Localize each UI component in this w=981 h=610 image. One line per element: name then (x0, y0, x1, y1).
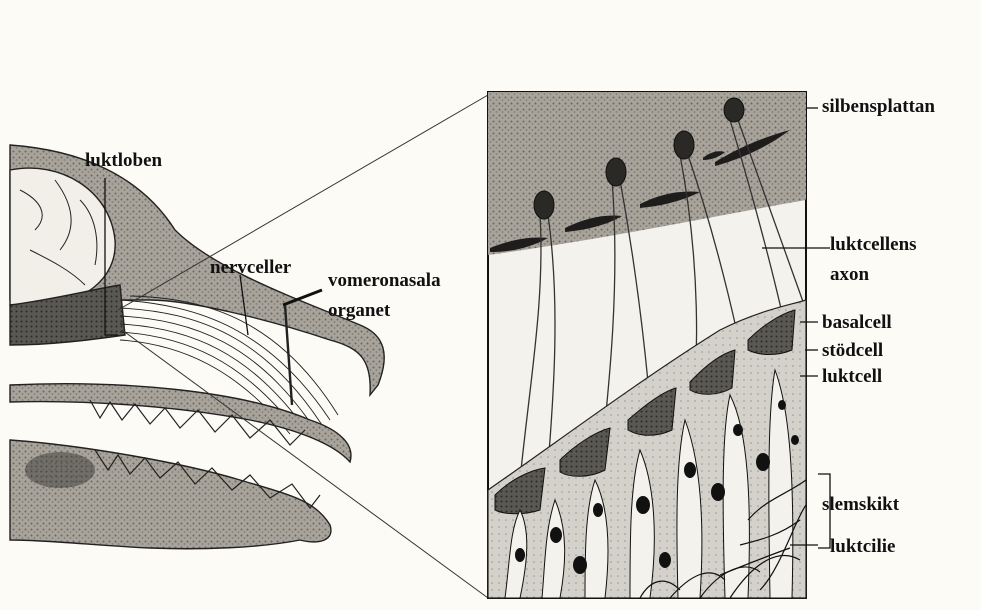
label-vomeronasal-line2: organet (328, 300, 390, 322)
label-receptor-cell: luktcell (822, 366, 882, 388)
label-mucus-layer: slemskikt (822, 494, 899, 516)
label-receptor-axon-line1: luktcellens (830, 234, 917, 256)
label-receptor-axon-line2: axon (830, 264, 869, 286)
label-olfactory-bulb: luktloben (85, 150, 162, 172)
label-nerve-cells: nervceller (210, 257, 291, 279)
label-vomeronasal-line1: vomeronasala (328, 270, 441, 292)
label-basal-cell: basalcell (822, 312, 892, 334)
label-olfactory-cilia: luktcilie (830, 536, 895, 558)
label-support-cell: stödcell (822, 340, 883, 362)
epithelium-magnified (488, 92, 806, 598)
label-cribriform-plate: silbensplattan (822, 96, 935, 118)
dog-head-section (10, 145, 384, 549)
